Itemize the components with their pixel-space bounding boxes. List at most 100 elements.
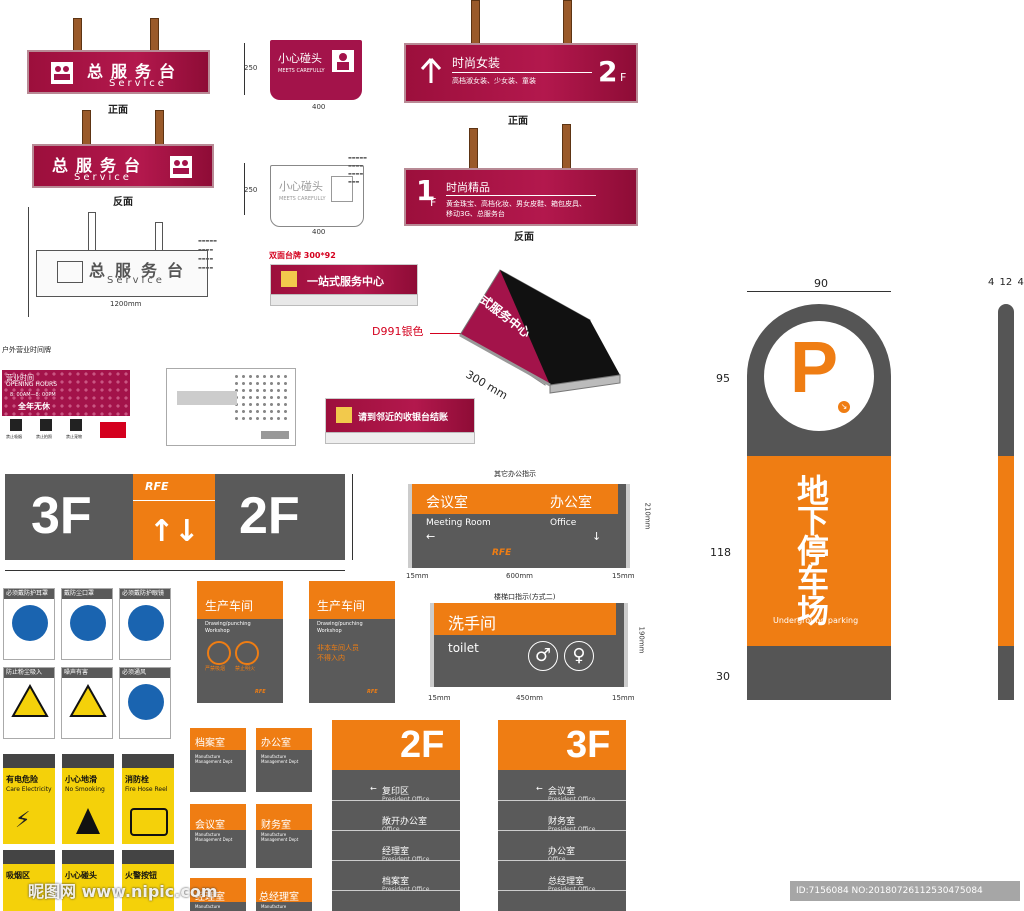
workshop-note: 不得入内 (317, 654, 345, 662)
orange-header: 经理室 (190, 878, 246, 903)
door-plate: 办公室 Manufacture Management Dept (256, 728, 312, 792)
floor-number: 3F (566, 724, 611, 766)
no-photo-icon (40, 419, 52, 431)
dimension-line (5, 570, 345, 571)
hanging-rod (563, 0, 572, 46)
careful-head-sign: 小心碰头 MEETS CAREFULLY (270, 40, 362, 100)
parking-en: Underground parking (773, 616, 859, 625)
workshop-note: 禁止明火 (235, 666, 256, 672)
divider (332, 800, 460, 801)
dimension-label: 118 (710, 546, 731, 559)
door-plate: 总经理室 Manufacture (256, 878, 312, 911)
divider (332, 830, 460, 831)
workshop-en: Workshop (205, 628, 230, 634)
person-icon (332, 50, 354, 72)
brand-logo (100, 422, 126, 438)
room-name: 经理室 (382, 847, 410, 857)
room-en: President Office (382, 886, 430, 893)
hanging-rod (73, 18, 82, 54)
safety-sign-dust: 防止粉尘吸入 (3, 667, 55, 739)
yellow-sign-title: 消防栓 (125, 775, 149, 784)
sign-items: 黄金珠宝、高档化妆、男女皮鞋、箱包皮具、 (446, 200, 586, 208)
service-desk-icon (170, 156, 192, 178)
brand-logo: RFE (145, 480, 169, 493)
door-plate-title: 总经理室 (259, 892, 299, 903)
spec-notes: ▬▬▬▬▬▬▬▬▬▬▬▬▬▬▬▬ (348, 155, 367, 184)
orange-header: 3F (498, 720, 626, 770)
back-label: 反面 (514, 232, 534, 243)
slip-icon (76, 808, 100, 834)
up-down-arrow-icon: ↑↓ (149, 514, 200, 549)
floor-right: 2F (239, 487, 300, 545)
desk-plate-text: 一站式服务中心 (307, 275, 384, 288)
orange-header: 会议室 办公室 (412, 484, 618, 514)
toilet-en: toilet (448, 641, 479, 655)
orange-header: 生产车间 (197, 581, 283, 619)
checkout-sign: 请到邻近的收银台结账 (325, 398, 475, 434)
room-name: 敞开办公室 (382, 817, 428, 827)
door-plate-en: Manufacture Management Dept (195, 754, 233, 764)
door-plate-en: Manufacture Management Dept (195, 832, 233, 842)
orange-header: 办公室 (256, 728, 312, 750)
desk-plate-base (270, 294, 418, 306)
orange-header: 生产车间 (309, 581, 395, 619)
parking-sign: P ↘ 地下停车场 Underground parking (747, 304, 891, 700)
parking-letter: P (790, 328, 839, 408)
office-caption: 其它办公指示 (494, 470, 536, 478)
divider (133, 500, 215, 501)
checkout-text: 请到邻近的收银台结账 (358, 413, 449, 423)
safety-label: 噪声有害 (62, 668, 112, 678)
perforated-panel (166, 368, 296, 446)
divider (332, 860, 460, 861)
directory-3f: 3F ← 会议室 President Office 财务室 President … (498, 720, 626, 911)
divider (446, 195, 596, 196)
divider (498, 800, 626, 801)
workshop-title: 生产车间 (317, 599, 366, 613)
front-label: 正面 (108, 105, 128, 116)
orange-header: 总经理室 (256, 878, 312, 903)
desk-plate-caption: 双面台牌 300*92 (269, 251, 336, 260)
room-en: Office (548, 856, 566, 863)
back-label: 反面 (113, 197, 133, 208)
parking-circle: P ↘ (764, 321, 874, 431)
orange-header: 2F (332, 720, 460, 770)
safety-label: 戴防尘口罩 (62, 589, 112, 599)
arrow-down-icon: ↓ (592, 530, 602, 543)
yellow-sign: 有电危险 Care Electricity ⚡ (3, 754, 55, 844)
dimension-label: 4 12 4 (988, 277, 1024, 288)
safety-label: 防止粉尘吸入 (4, 668, 54, 678)
service-desk-wireframe: 总服务台 Service (36, 250, 208, 297)
yellow-sign: 吸烟区 (3, 850, 55, 911)
hanging-rod-outline (88, 212, 96, 252)
arrow-left-icon: ← (426, 530, 436, 543)
room-name: 复印区 (382, 787, 410, 797)
floor-suffix: F (620, 71, 627, 84)
floor-number: 1 (416, 174, 436, 207)
sign-items: 高档淑女装、少女装、童装 (452, 77, 536, 85)
arrow-up-icon (420, 57, 442, 83)
door-plate: 经理室 Manufacture (190, 878, 246, 911)
warning-triangle-icon (69, 684, 107, 717)
safety-sign-goggles: 必须戴防护眼镜 (119, 588, 171, 660)
outdoor-hours-sign: 营业时间 OPENING HOURS 8: 00AM—8: 00PM 全年无休 … (2, 370, 130, 446)
directory-2f: 2F ← 复印区 President Office 敞开办公室 Office 经… (332, 720, 460, 911)
sign-subtitle: MEETS CAREFULLY (279, 196, 326, 202)
dimension-label: 95 (716, 372, 730, 385)
toilet-cn: 洗手间 (448, 614, 497, 633)
divider (452, 72, 592, 73)
no-pets-icon (70, 419, 82, 431)
all-year: 全年无休 (18, 402, 50, 411)
dimension-label: 15mm (612, 572, 635, 580)
sign-items: 移动3G、总服务台 (446, 210, 505, 218)
orange-panel: 地下停车场 Underground parking (747, 456, 891, 646)
floor-left: 3F (31, 487, 92, 545)
right-room-en: Office (550, 518, 577, 528)
sign-title: 小心碰头 (278, 52, 322, 65)
sign-title: 总服务台 (87, 62, 184, 81)
brand-logo (261, 431, 289, 439)
divider (498, 890, 626, 891)
desk-plate-front: 一站式服务中心 (270, 264, 418, 296)
safety-sign-noise: 噪声有害 (61, 667, 113, 739)
sign-title: 总服务台 (52, 156, 149, 175)
orange-header: 会议室 (190, 804, 246, 831)
